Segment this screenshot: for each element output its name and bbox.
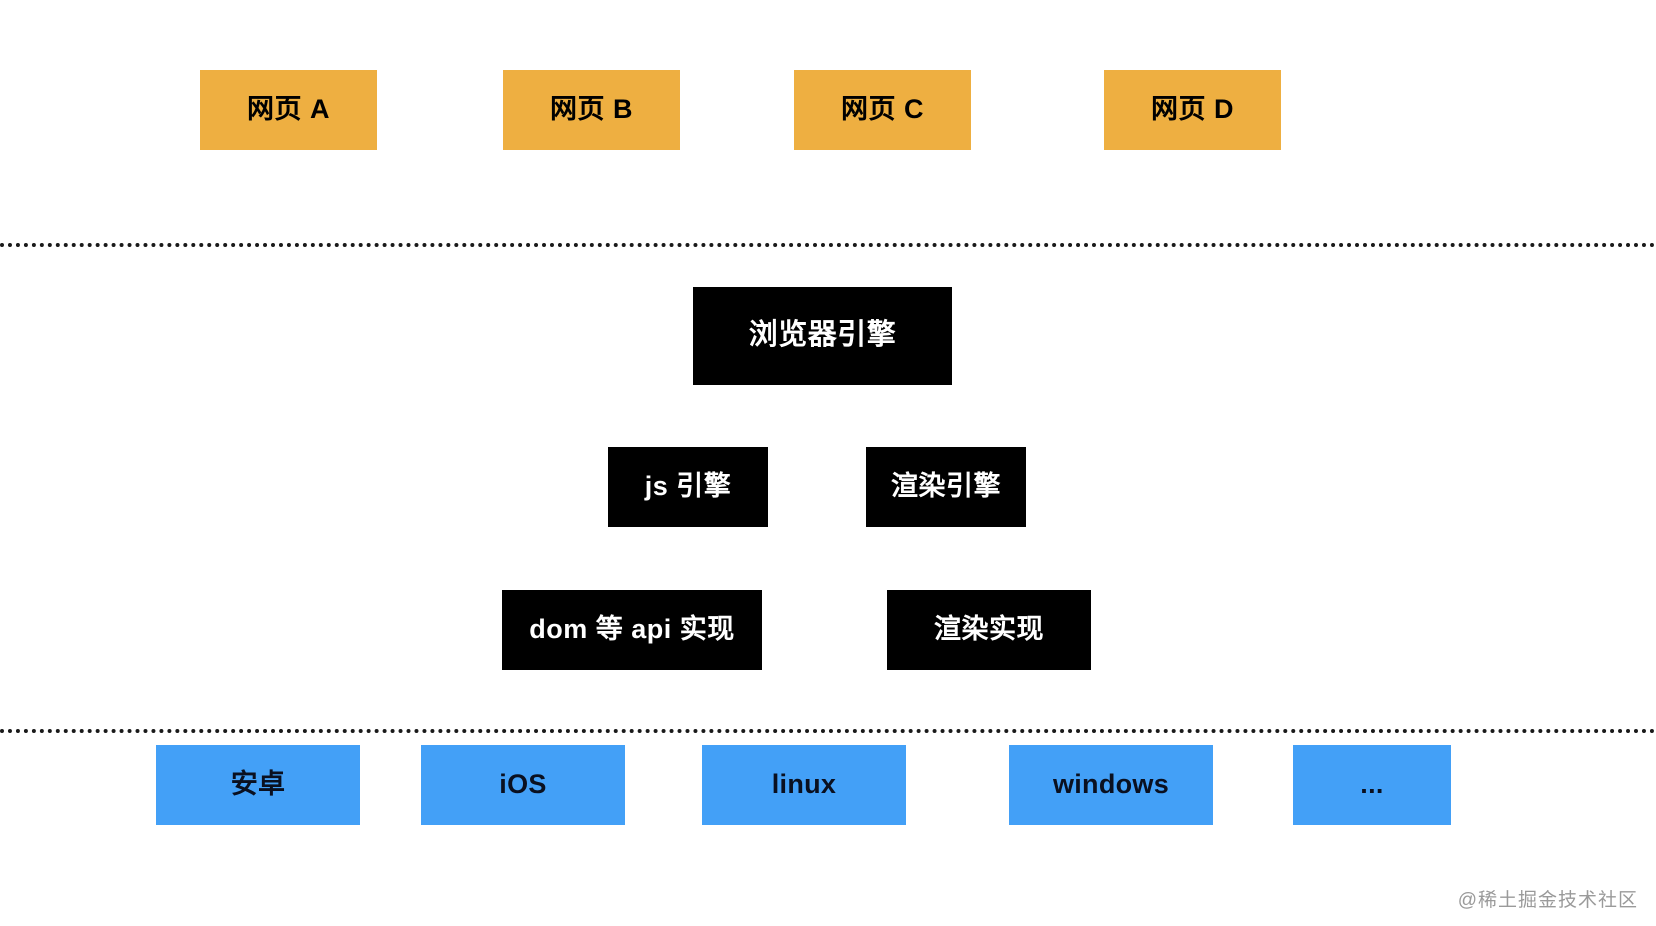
page-box-a-label: 网页 A [247, 94, 330, 125]
os-box-more-label: ... [1360, 769, 1384, 800]
os-box-android[interactable]: 安卓 [156, 745, 360, 825]
page-box-a[interactable]: 网页 A [200, 70, 377, 150]
browser-engine-box[interactable]: 浏览器引擎 [693, 287, 952, 385]
os-box-windows-label: windows [1052, 769, 1170, 800]
os-box-linux-label: linux [771, 769, 837, 800]
os-box-ios-label: iOS [499, 769, 547, 800]
render-impl-box[interactable]: 渲染实现 [887, 590, 1091, 670]
page-box-d[interactable]: 网页 D [1104, 70, 1281, 150]
page-box-b-label: 网页 B [550, 94, 633, 125]
os-box-ios[interactable]: iOS [421, 745, 625, 825]
os-box-more[interactable]: ... [1293, 745, 1451, 825]
render-engine-label: 渲染引擎 [891, 471, 1001, 502]
browser-engine-label: 浏览器引擎 [748, 319, 897, 352]
js-engine-box[interactable]: js 引擎 [608, 447, 768, 527]
os-box-windows[interactable]: windows [1009, 745, 1213, 825]
page-box-d-label: 网页 D [1151, 94, 1234, 125]
page-box-c[interactable]: 网页 C [794, 70, 971, 150]
js-engine-label: js 引擎 [644, 471, 732, 502]
dom-api-impl-label: dom 等 api 实现 [529, 614, 735, 645]
page-box-b[interactable]: 网页 B [503, 70, 680, 150]
watermark: @稀土掘金技术社区 [1457, 890, 1638, 911]
page-box-c-label: 网页 C [841, 94, 924, 125]
os-box-linux[interactable]: linux [702, 745, 906, 825]
divider-engine-os [0, 729, 1656, 733]
render-engine-box[interactable]: 渲染引擎 [866, 447, 1026, 527]
divider-pages-engine [0, 243, 1656, 247]
render-impl-label: 渲染实现 [934, 614, 1044, 645]
os-box-android-label: 安卓 [230, 769, 286, 800]
dom-api-impl-box[interactable]: dom 等 api 实现 [502, 590, 762, 670]
